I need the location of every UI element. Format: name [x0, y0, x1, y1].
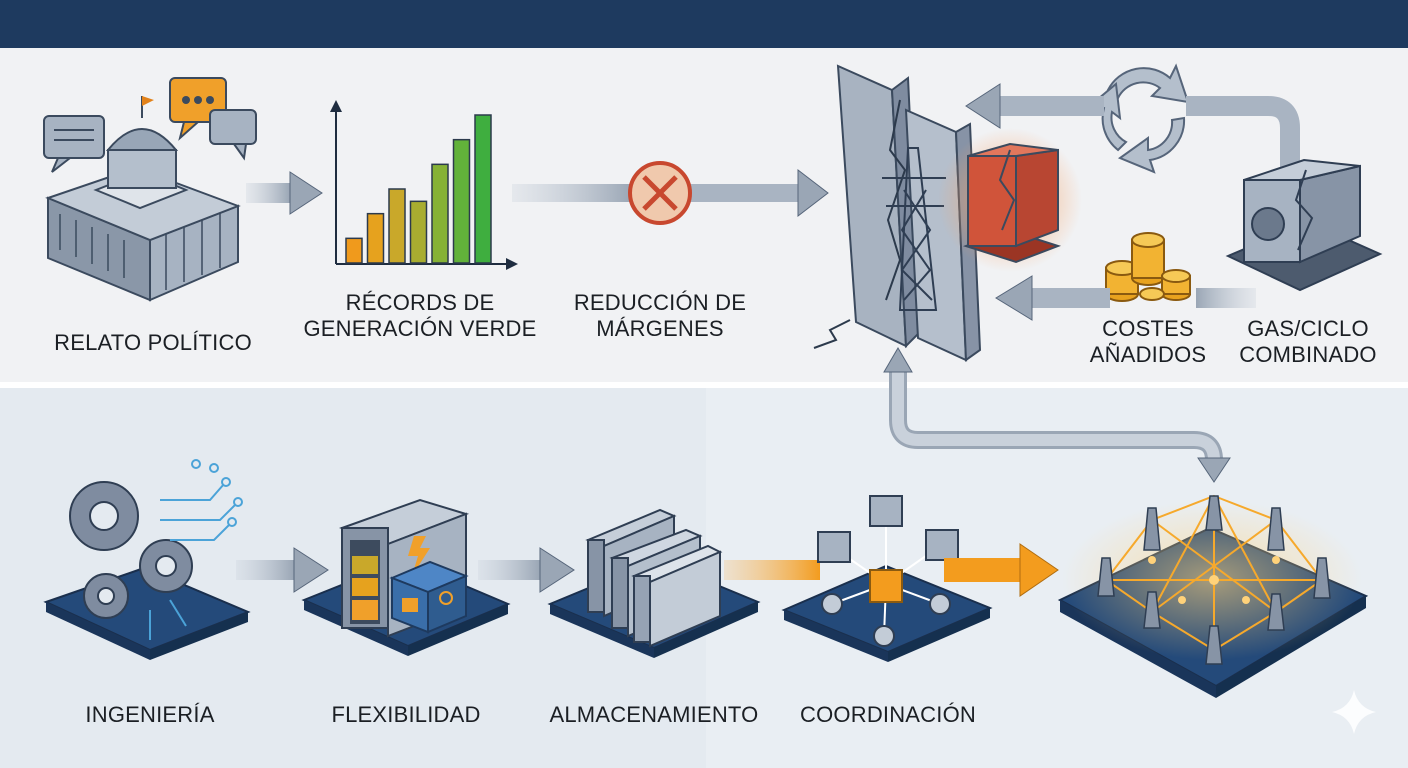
control-chip-icon — [389, 560, 469, 634]
chart-bar-2 — [366, 212, 385, 264]
label-flexibilidad: FLEXIBILIDAD — [331, 702, 481, 727]
coordination-network-icon — [817, 495, 959, 647]
arrow-flexibilidad-to-almacenamiento — [478, 547, 575, 593]
top-banner — [0, 0, 1408, 48]
arrow-records-to-reduccion — [512, 168, 829, 218]
label-reduccion-line2: MÁRGENES — [596, 316, 724, 341]
capitol-building-icon — [45, 96, 241, 302]
speech-bubble-icon — [43, 115, 105, 173]
label-gas-line1: GAS/CICLO — [1247, 316, 1369, 341]
chart-bar-6 — [452, 138, 471, 264]
broken-generator-icon — [962, 142, 1062, 264]
sparkle-icon — [1332, 690, 1376, 734]
label-reduccion-line1: REDUCCIÓN DE — [573, 290, 747, 315]
arrow-ingenieria-to-flexibilidad — [236, 547, 329, 593]
arrow-costes-to-wall — [995, 275, 1256, 321]
gears-icon — [69, 481, 193, 619]
cycle-arrows-icon — [1089, 63, 1190, 174]
label-costes-line2: AÑADIDOS — [1089, 342, 1207, 367]
label-ingenieria: INGENIERÍA — [85, 702, 215, 727]
circuit-traces-icon — [149, 459, 243, 640]
label-coordinacion: COORDINACIÓN — [800, 702, 976, 727]
label-records-line1: RÉCORDS DE — [345, 290, 495, 315]
label-almacenamiento: ALMACENAMIENTO — [549, 702, 759, 727]
gas-plant-icon — [1225, 158, 1383, 292]
grid-towers-icon — [1097, 495, 1331, 665]
label-records-line2: GENERACIÓN VERDE — [303, 316, 537, 341]
chart-bar-3 — [388, 188, 406, 264]
speech-bubble-small-icon — [209, 109, 257, 161]
chart-bar-5 — [431, 163, 449, 264]
coins-icon — [1105, 232, 1191, 302]
transmission-tower-icon — [882, 147, 946, 311]
blocked-icon — [628, 161, 692, 225]
chart-bar-7 — [474, 114, 492, 264]
storage-containers-icon — [585, 508, 723, 648]
arrow-almacenamiento-to-coordinacion — [724, 560, 820, 580]
panel-divider — [0, 382, 1408, 388]
label-costes-line1: COSTES — [1102, 316, 1194, 341]
arrow-wall-to-grid — [883, 347, 1231, 483]
label-gas-line2: COMBINADO — [1239, 342, 1377, 367]
arrow-relato-to-records — [246, 171, 323, 215]
records-bar-chart — [330, 100, 518, 270]
chart-bar-4 — [409, 200, 428, 264]
label-relato-politico: RELATO POLÍTICO — [54, 330, 252, 355]
grid-nodes — [1148, 556, 1280, 604]
coordinacion-platform — [781, 564, 993, 662]
arrow-coordinacion-to-grid — [944, 543, 1059, 597]
arrow-cycle-to-wall — [965, 83, 1300, 170]
chart-bar-1 — [345, 237, 363, 264]
